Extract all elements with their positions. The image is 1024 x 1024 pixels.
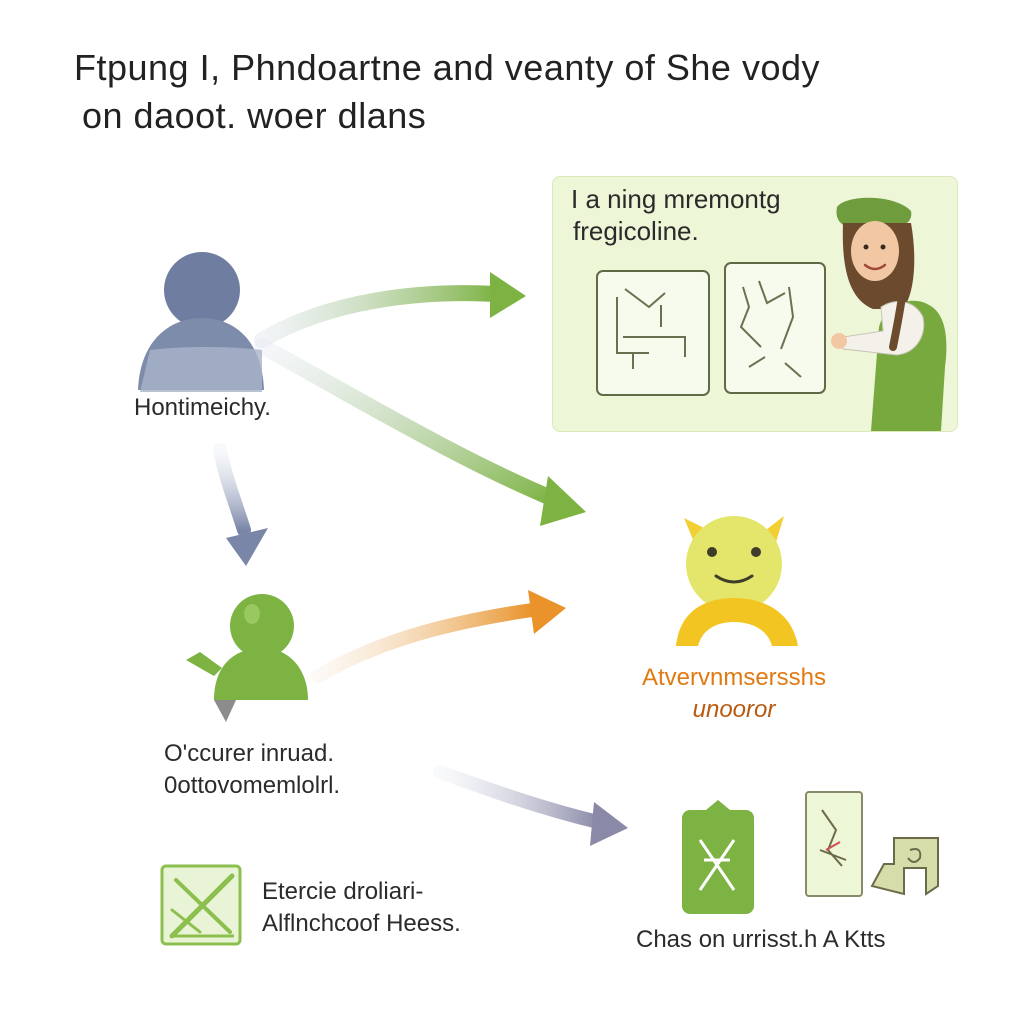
arrow-to-creature xyxy=(254,338,586,526)
illustration-panel: I a ning mremontg fregicoline. xyxy=(552,176,958,432)
panel-text: I a ning mremontg fregicoline. xyxy=(571,183,781,247)
arrow-down-to-person xyxy=(213,443,268,566)
title-line-1: Ftpung I, Phndoartne and veanty of She v… xyxy=(74,47,820,88)
bottom-right-text: Chas on urrisst.h A Ktts xyxy=(636,926,886,953)
middle-left-line-1: O'ccurer inruad. xyxy=(164,740,334,767)
person-waving-icon xyxy=(186,594,308,722)
node-middle-right-label: Atvervnmsersshs unooror xyxy=(624,662,844,726)
node-bottom-right-label: Chas on urrisst.h A Ktts xyxy=(636,924,885,956)
cards-icon xyxy=(682,791,939,914)
crossed-tools-icon xyxy=(160,864,242,946)
person-icon xyxy=(138,252,264,392)
node-top-left-label: Hontimeichy. xyxy=(134,392,271,424)
arrow-to-cards xyxy=(433,765,628,846)
diagram-title: Ftpung I, Phndoartne and veanty of She v… xyxy=(74,44,974,140)
smiling-creature-icon xyxy=(676,516,798,646)
bottom-left-line-1: Etercie droliari- xyxy=(262,878,424,905)
middle-right-line-2: unooror xyxy=(692,696,776,723)
teacher-figure-icon xyxy=(831,197,947,431)
middle-left-line-2: 0ottovomemlolrl. xyxy=(164,772,341,799)
title-line-2: on daoot. woer dlans xyxy=(82,95,427,136)
node-bottom-left-label: Etercie droliari- Alflnchcoof Heess. xyxy=(262,876,461,940)
top-left-text: Hontimeichy. xyxy=(134,394,271,421)
bottom-left-line-2: Alflnchcoof Heess. xyxy=(262,910,461,937)
arrow-to-panel xyxy=(254,272,526,348)
panel-line-1: I a ning mremontg xyxy=(571,184,781,214)
middle-right-line-1: Atvervnmsersshs xyxy=(641,664,827,691)
node-middle-left-label: O'ccurer inruad. 0ottovomemlolrl. xyxy=(164,738,340,802)
panel-illustration xyxy=(596,197,947,431)
sketch-card-icon xyxy=(596,262,826,396)
arrow-to-creature-orange xyxy=(311,590,566,683)
panel-line-2: fregicoline. xyxy=(573,216,699,246)
